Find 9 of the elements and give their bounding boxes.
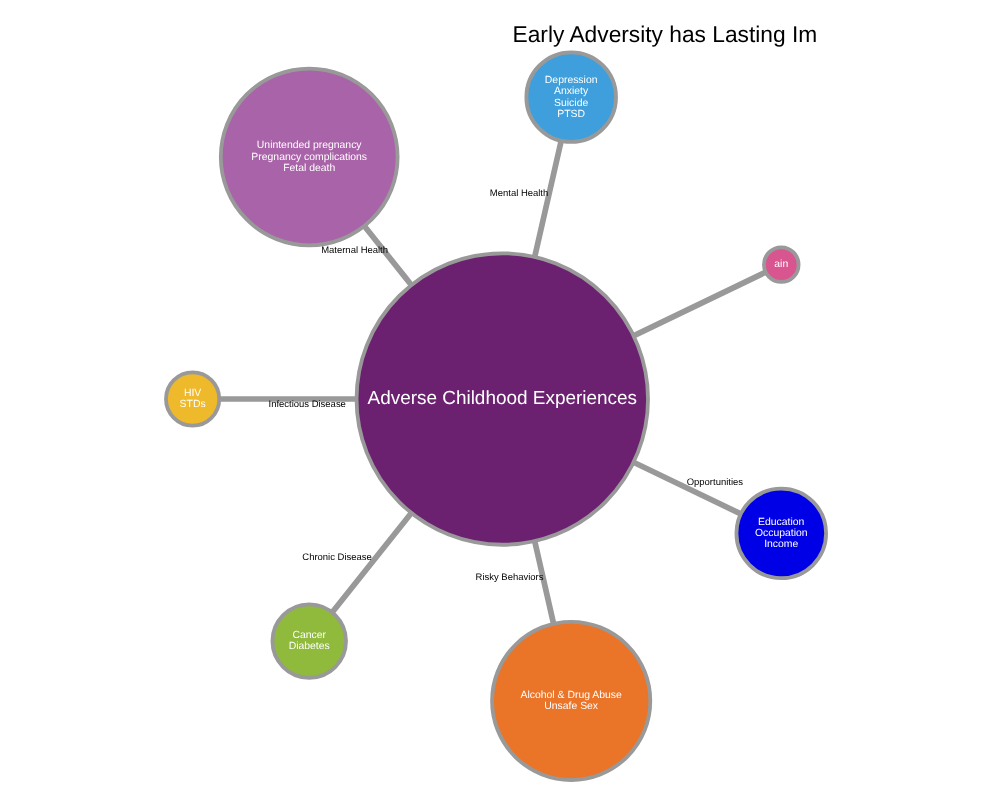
connector	[631, 459, 741, 517]
connector	[631, 269, 766, 339]
connector	[329, 511, 413, 614]
connector	[218, 396, 356, 402]
node-circle: Adverse Childhood Experiences	[353, 251, 649, 547]
diagram-title: Early Adversity has Lasting Im	[511, 23, 817, 48]
connector	[531, 140, 563, 258]
connector	[361, 224, 413, 287]
connector	[531, 540, 556, 625]
